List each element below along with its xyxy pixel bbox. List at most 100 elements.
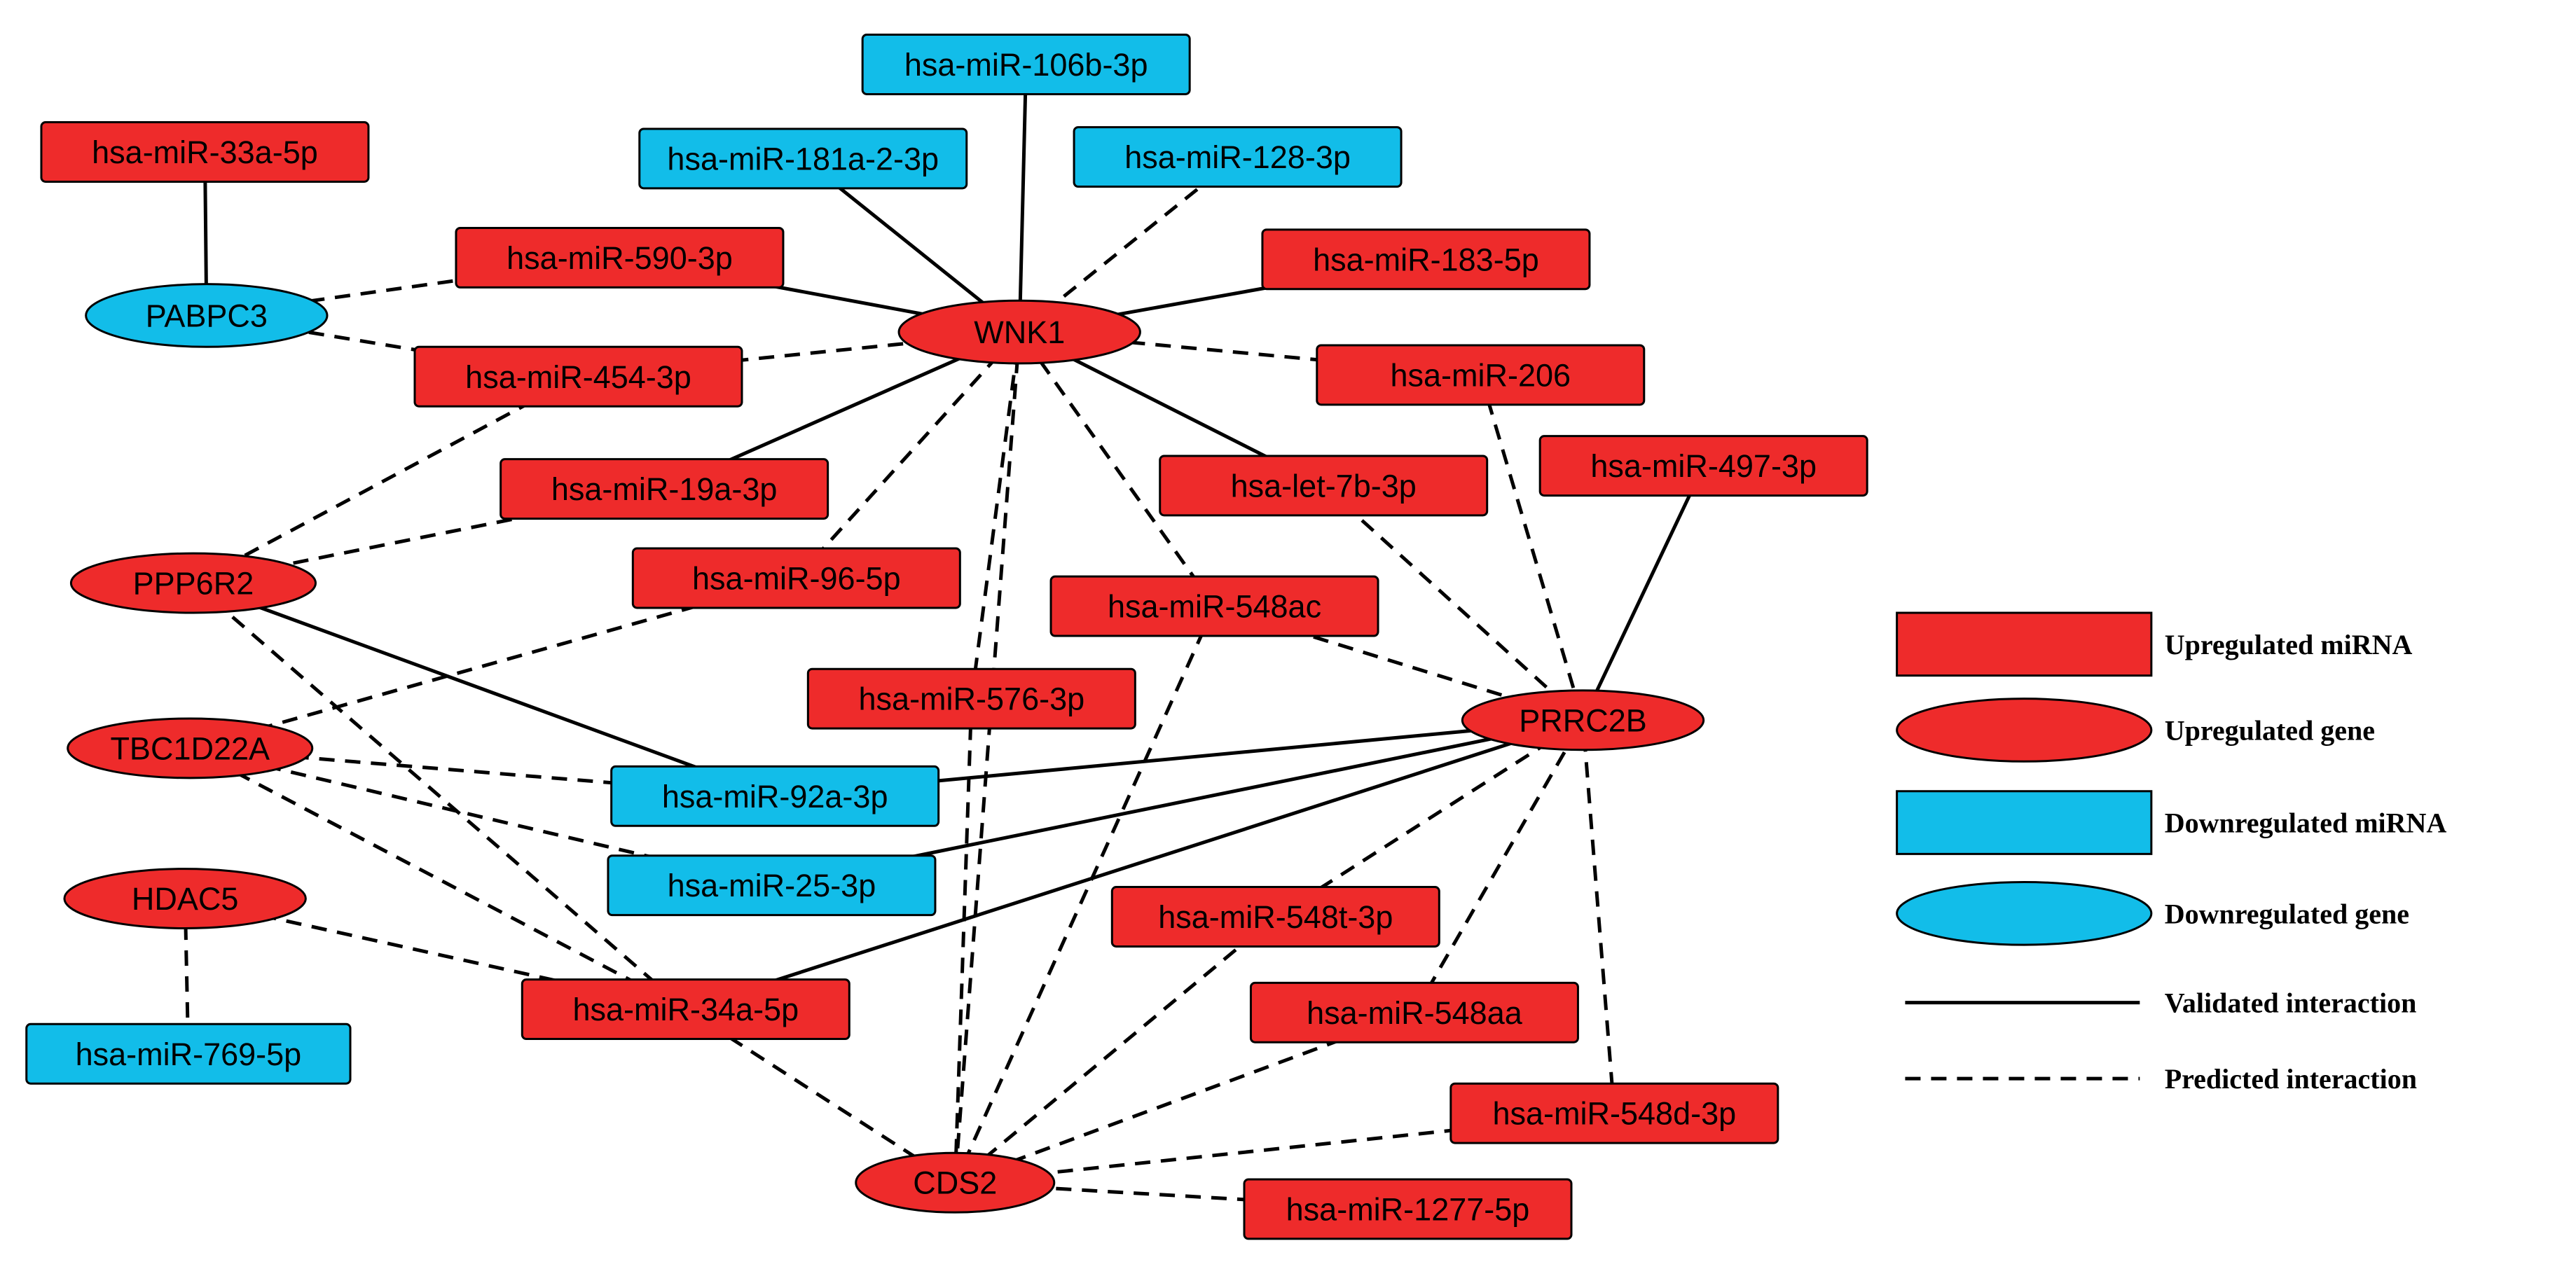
mirna-box	[638, 127, 968, 190]
mirna-box	[610, 765, 940, 827]
gene-node-CDS2: CDS2	[855, 1151, 1056, 1214]
edge-m548t3p-PRRC2B	[1274, 719, 1584, 919]
mirna-box	[1049, 575, 1379, 637]
node-label: hsa-miR-548ac	[1108, 589, 1321, 625]
legend-rect-swatch	[1896, 790, 2153, 855]
mirna-box	[1249, 981, 1579, 1043]
mirna-node-m253p: hsa-miR-25-3p	[607, 854, 937, 917]
mirna-node-m92a3p: hsa-miR-92a-3p	[610, 765, 940, 827]
edge-m106b3p-WNK1	[1017, 64, 1028, 333]
edge-m548t3p-CDS2	[953, 915, 1277, 1184]
gene-ellipse	[67, 717, 314, 779]
node-label: hsa-miR-181a-2-3p	[667, 141, 939, 176]
edge-m4973p-PRRC2B	[1581, 465, 1705, 721]
edge-m4543p-PPP6R2	[192, 375, 579, 585]
node-label: hsa-miR-96-5p	[692, 560, 901, 596]
edge-m548d3p-PRRC2B	[1581, 720, 1616, 1114]
node-label: WNK1	[974, 314, 1065, 350]
mirna-node-let7b3p: hsa-let-7b-3p	[1159, 455, 1489, 517]
mirna-box	[631, 547, 961, 609]
node-label: PABPC3	[146, 298, 268, 333]
mirna-box	[1110, 886, 1440, 948]
legend-label: Predicted interaction	[2165, 1063, 2417, 1095]
mirna-box	[607, 854, 937, 917]
node-label: hsa-miR-183-5p	[1313, 242, 1539, 277]
mirna-node-m5763p: hsa-miR-576-3p	[806, 667, 1136, 730]
gene-ellipse	[855, 1151, 1056, 1214]
mirna-node-m548aa: hsa-miR-548aa	[1249, 981, 1579, 1043]
mirna-box	[1073, 126, 1403, 188]
gene-node-PABPC3: PABPC3	[85, 283, 329, 348]
legend-label: Validated interaction	[2165, 987, 2417, 1019]
node-label: hsa-miR-576-3p	[859, 681, 1085, 717]
legend-item-upregulated-mirna: Upregulated miRNA	[1896, 611, 2413, 677]
legend: Upregulated miRNA Upregulated geneDownreg…	[1896, 611, 2447, 1095]
edge-let7b3p-PRRC2B	[1322, 484, 1585, 722]
mirna-node-m106b3p: hsa-miR-106b-3p	[861, 34, 1191, 95]
edge-m5763p-WNK1	[970, 331, 1021, 699]
node-label: hsa-miR-128-3p	[1124, 139, 1351, 175]
mirna-box	[25, 1022, 352, 1085]
edge-TBC1D22A-m34a5p	[189, 747, 687, 1011]
node-label: hsa-miR-454-3p	[465, 359, 691, 395]
mirna-node-m34a5p: hsa-miR-34a-5p	[521, 978, 850, 1041]
gene-ellipse	[85, 283, 329, 348]
edge-m206-PRRC2B	[1478, 374, 1585, 721]
edge-m1283p-WNK1	[1018, 155, 1239, 334]
node-label: PRRC2B	[1519, 702, 1647, 738]
mirna-box	[1316, 344, 1646, 406]
mirna-node-m5903p: hsa-miR-590-3p	[455, 226, 785, 289]
edge-PPP6R2-m34a5p	[192, 581, 687, 1011]
edge-m965p-WNK1	[794, 331, 1021, 580]
node-label: hsa-miR-1277-5p	[1286, 1191, 1530, 1227]
node-label: HDAC5	[132, 881, 239, 917]
node-label: hsa-miR-92a-3p	[662, 779, 888, 814]
mirna-box	[861, 34, 1191, 95]
legend-ellipse-swatch	[1896, 880, 2153, 946]
legend-rect-swatch	[1896, 611, 2153, 677]
mirna-node-m181a23p: hsa-miR-181a-2-3p	[638, 127, 968, 190]
edge-m548ac-WNK1	[1018, 331, 1216, 608]
node-label: hsa-miR-548d-3p	[1492, 1096, 1736, 1132]
legend-label: Downregulated miRNA	[2165, 807, 2447, 839]
mirna-node-m1283p: hsa-miR-128-3p	[1073, 126, 1403, 188]
mirna-box	[1159, 455, 1489, 517]
gene-node-PRRC2B: PRRC2B	[1461, 689, 1705, 751]
edge-m34a5p-PRRC2B	[685, 718, 1584, 1011]
mirna-node-m548d3p: hsa-miR-548d-3p	[1449, 1082, 1779, 1144]
legend-item-validated-interaction: Validated interaction	[1905, 987, 2416, 1019]
mirna-node-m965p: hsa-miR-96-5p	[631, 547, 961, 609]
gene-node-WNK1: WNK1	[897, 299, 1141, 365]
node-label: hsa-let-7b-3p	[1231, 468, 1417, 504]
legend-item-downregulated-gene: Downregulated gene	[1896, 880, 2409, 946]
edge-m548aa-PRRC2B	[1412, 719, 1585, 1014]
mirna-node-m1835p: hsa-miR-183-5p	[1261, 228, 1591, 291]
mirna-box	[1243, 1178, 1573, 1240]
mirna-node-m548ac: hsa-miR-548ac	[1049, 575, 1379, 637]
edge-PPP6R2-m92a3p	[193, 581, 776, 798]
edge-WNK1-CDS2	[953, 331, 1021, 1183]
node-label: hsa-miR-548t-3p	[1158, 899, 1393, 935]
node-label: hsa-miR-25-3p	[668, 868, 876, 903]
gene-ellipse	[897, 299, 1141, 365]
mirna-node-m4543p: hsa-miR-454-3p	[413, 345, 743, 408]
node-label: CDS2	[913, 1165, 997, 1201]
gene-node-TBC1D22A: TBC1D22A	[67, 717, 314, 779]
node-label: hsa-miR-34a-5p	[572, 992, 799, 1027]
node-label: TBC1D22A	[110, 730, 270, 766]
mirna-box	[1261, 228, 1591, 291]
mirna-node-m7695p: hsa-miR-769-5p	[25, 1022, 352, 1085]
node-label: PPP6R2	[133, 566, 254, 602]
mirna-box	[413, 345, 743, 408]
legend-label: Downregulated gene	[2165, 898, 2409, 929]
mirna-box	[521, 978, 850, 1041]
edge-m5763p-CDS2	[953, 698, 974, 1183]
gene-node-HDAC5: HDAC5	[63, 868, 307, 930]
mirna-box	[455, 226, 785, 289]
edge-m548ac-CDS2	[953, 605, 1216, 1184]
legend-ellipse-swatch	[1896, 698, 2153, 763]
gene-ellipse	[1461, 689, 1705, 751]
legend-label: Upregulated gene	[2165, 714, 2375, 746]
